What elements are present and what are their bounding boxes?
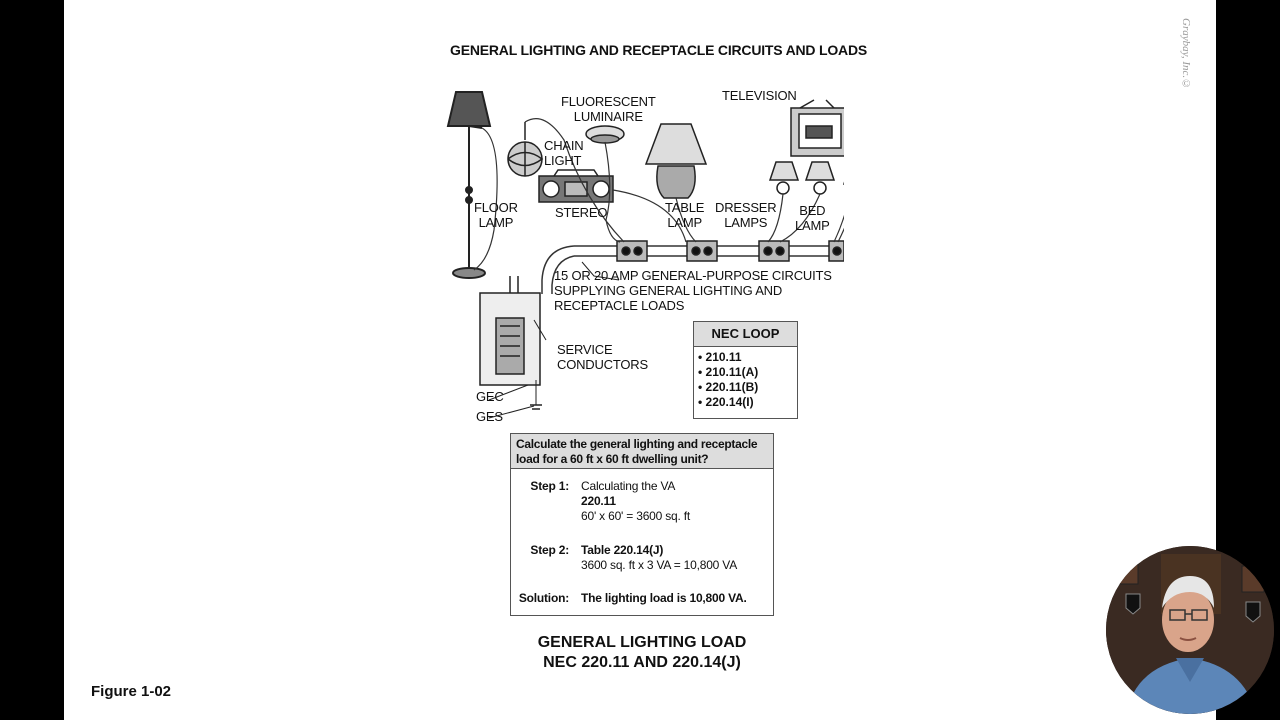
nec-loop-item: • 220.11(B) — [698, 380, 759, 394]
step-2-label: Step 2: — [530, 543, 569, 557]
fluorescent-drawing — [585, 125, 625, 144]
receptacle-boxes — [616, 240, 844, 262]
television-label: TELEVISION — [722, 88, 797, 103]
step-1-body: Calculating the VA 220.11 60' x 60' = 36… — [581, 479, 691, 523]
stereo-label: STEREO — [555, 205, 608, 220]
slide: GENERAL LIGHTING AND RECEPTACLE CIRCUITS… — [64, 0, 1216, 720]
gec-label: GEC — [476, 389, 504, 404]
nec-loop-list: • 210.11 • 210.11(A) • 220.11(B) • 220.1… — [694, 350, 797, 410]
dresser-lamps-drawing — [768, 161, 836, 195]
solution-label: Solution: — [518, 591, 569, 605]
solution-text: The lighting load is 10,800 VA. — [581, 591, 747, 605]
television-drawing — [790, 99, 844, 157]
diagram-title: GENERAL LIGHTING AND RECEPTACLE CIRCUITS… — [450, 42, 868, 58]
chain-light-drawing — [507, 122, 544, 177]
table-lamp-drawing — [644, 123, 708, 199]
circuit-pointer — [581, 261, 620, 281]
step-1-label: Step 1: — [530, 479, 569, 493]
nec-loop-item: • 220.14(I) — [698, 395, 754, 409]
floor-lamp-drawing — [446, 91, 492, 279]
nec-loop-item: • 210.11 — [698, 350, 742, 364]
stereo-drawing — [538, 169, 614, 203]
presenter-webcam — [1106, 546, 1274, 714]
calculation-question: Calculate the general lighting and recep… — [511, 434, 773, 469]
calculation-box: Calculate the general lighting and recep… — [510, 433, 774, 616]
nec-loop-box: NEC LOOP • 210.11 • 210.11(A) • 220.11(B… — [693, 321, 798, 419]
presenter-portrait — [1106, 546, 1274, 714]
nec-loop-header: NEC LOOP — [694, 322, 797, 347]
appliance-cords — [473, 118, 844, 271]
nec-loop-item: • 210.11(A) — [698, 365, 759, 379]
step-2-body: Table 220.14(J) 3600 sq. ft x 3 VA = 10,… — [581, 543, 738, 572]
ges-label: GES — [476, 409, 503, 424]
circuit-illustration — [446, 91, 844, 419]
copyright-watermark: Graybay, Inc.© — [1180, 18, 1192, 91]
service-panel-drawing — [479, 276, 547, 419]
figure-number: Figure 1-02 — [91, 683, 172, 700]
